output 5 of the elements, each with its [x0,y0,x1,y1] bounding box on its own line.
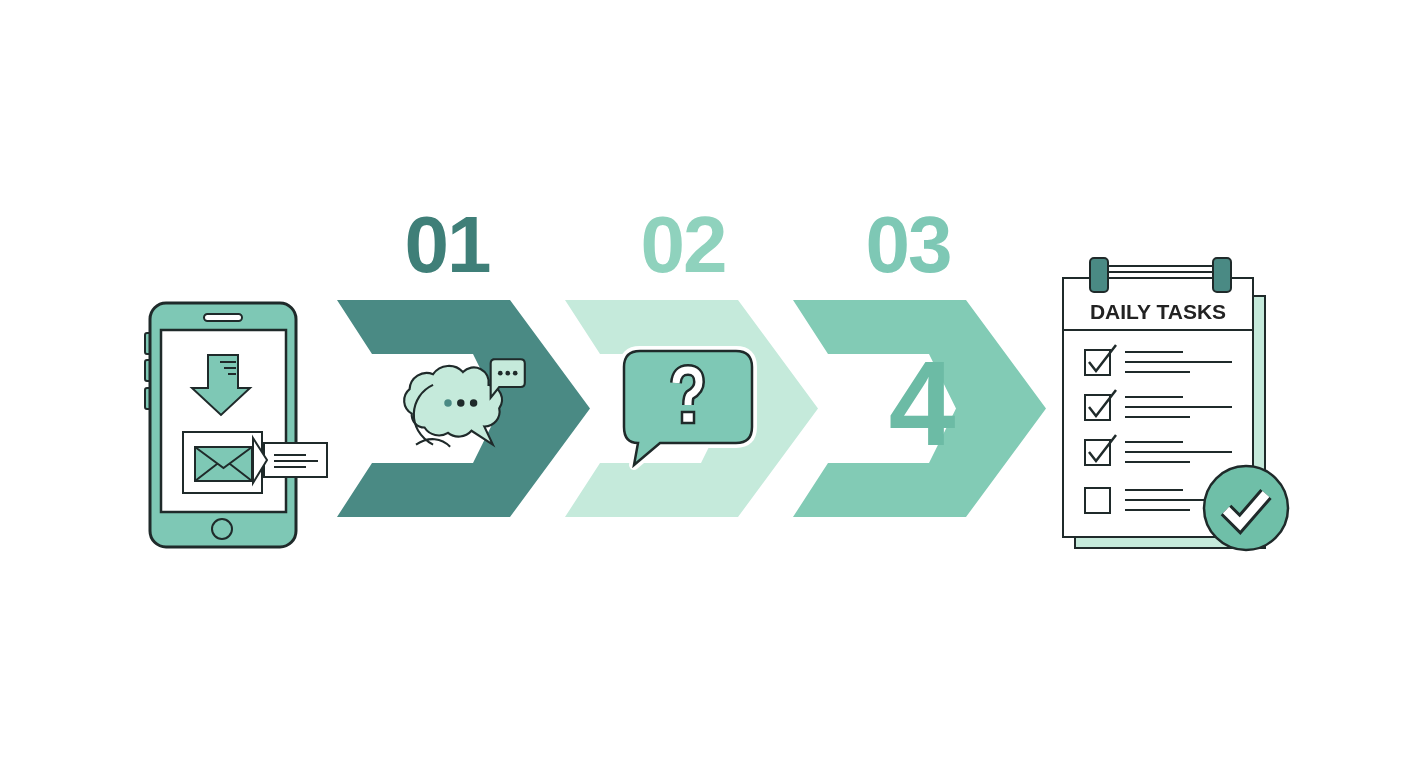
step-digit: 4 [888,343,956,463]
clipboard-title: DAILY TASKS [1089,300,1227,324]
step-number: 03 [865,205,951,285]
step-number: 01 [404,205,490,285]
step-number: 02 [640,205,726,285]
